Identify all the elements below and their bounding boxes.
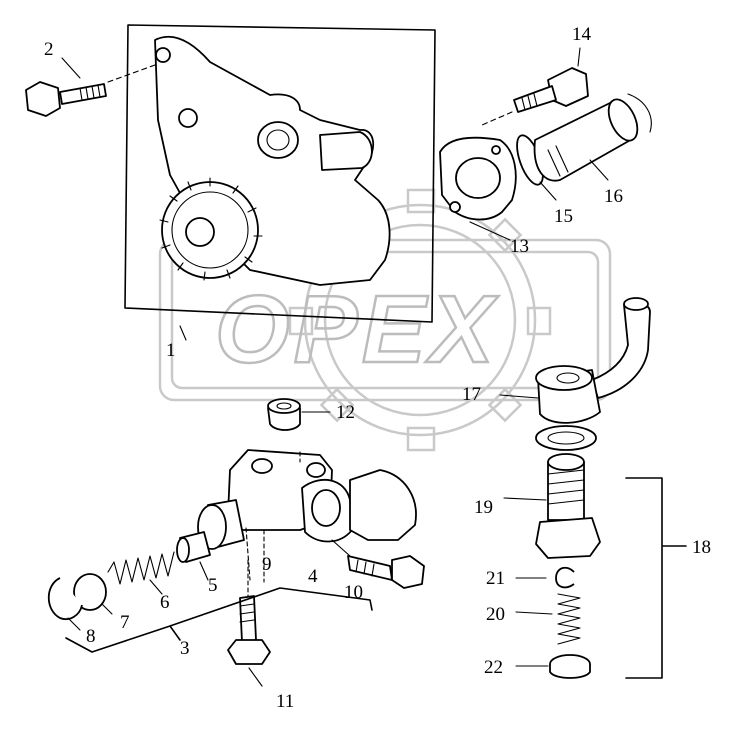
bolt-10 — [331, 539, 425, 589]
clip-21 — [515, 566, 575, 589]
gear-watermark-icon — [288, 188, 552, 452]
opex-watermark: OPEX — [158, 188, 612, 452]
valve-disc-22 — [515, 654, 591, 679]
label-1: 1 — [166, 340, 176, 361]
banjo-bolt-19 — [503, 453, 601, 559]
label-11: 11 — [276, 691, 294, 712]
label-15: 15 — [554, 206, 573, 227]
label-14: 14 — [572, 24, 592, 45]
label-6: 6 — [160, 592, 170, 613]
bracket-3 — [65, 587, 373, 653]
label-12: 12 — [336, 402, 355, 423]
part-labels: 1 2 3 4 5 6 7 8 9 10 11 12 13 14 15 16 1… — [44, 24, 711, 712]
label-7: 7 — [120, 612, 130, 633]
pipe-16 — [533, 93, 652, 182]
label-16: 16 — [604, 186, 623, 207]
snap-ring-8 — [47, 577, 83, 631]
gasket-9 — [245, 527, 265, 583]
cover-plate-13 — [439, 136, 517, 241]
label-20: 20 — [486, 604, 505, 625]
label-18: 18 — [692, 537, 711, 558]
label-8: 8 — [86, 626, 96, 647]
label-2: 2 — [44, 39, 54, 60]
washer-17 — [535, 425, 597, 451]
bracket-18 — [625, 477, 687, 679]
bolt-14 — [481, 47, 589, 126]
oil-pump-assembly — [124, 24, 436, 341]
label-10: 10 — [344, 582, 363, 603]
label-19: 19 — [474, 497, 493, 518]
label-13: 13 — [510, 236, 529, 257]
label-17: 17 — [462, 384, 481, 405]
watermark-text: OPEX — [215, 276, 499, 383]
cap-7 — [73, 573, 113, 615]
label-22: 22 — [484, 657, 503, 678]
piston-5 — [176, 531, 211, 581]
drive-gear-icon — [159, 177, 263, 281]
label-3: 3 — [180, 638, 190, 659]
spring-6 — [107, 551, 175, 595]
label-5: 5 — [208, 575, 218, 596]
label-4: 4 — [308, 566, 318, 587]
label-9: 9 — [262, 554, 272, 575]
sleeve-12 — [267, 398, 331, 431]
bolt-11 — [227, 559, 271, 687]
relief-valve-housing — [197, 449, 417, 550]
label-21: 21 — [486, 568, 505, 589]
spring-20 — [515, 593, 581, 645]
banjo-pipe-17 — [499, 297, 651, 424]
bolt-2 — [25, 57, 156, 117]
